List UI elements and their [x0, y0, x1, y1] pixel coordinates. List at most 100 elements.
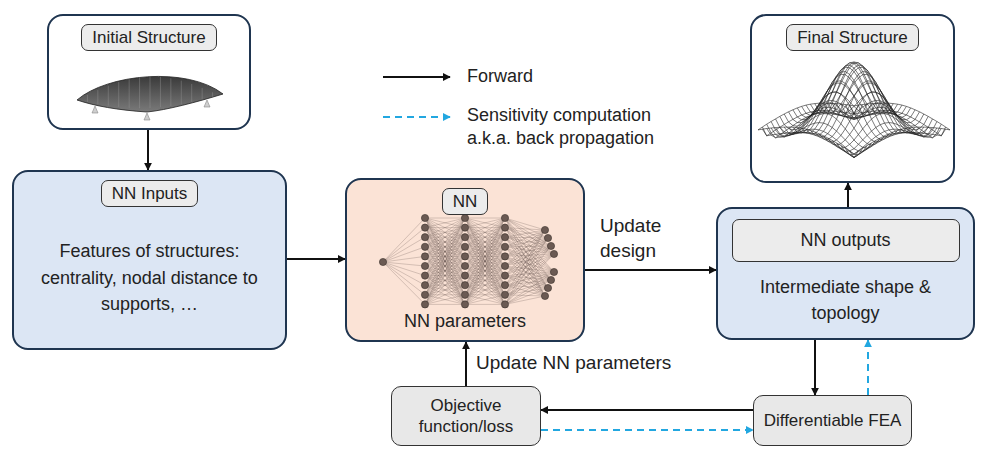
shell-grid-line	[97, 90, 98, 104]
neuron	[550, 268, 557, 275]
network-connection	[505, 246, 551, 285]
network-connection	[425, 218, 465, 276]
neuron	[461, 253, 468, 260]
mesh-line	[793, 81, 889, 140]
network-connection	[425, 218, 465, 276]
network-connection	[425, 285, 465, 304]
network-connection	[425, 266, 465, 304]
support-symbol	[204, 100, 210, 107]
network-connection	[465, 304, 505, 305]
network-connection	[425, 218, 465, 304]
network-connection	[465, 218, 505, 228]
network-connection	[465, 276, 505, 305]
network-connection	[465, 237, 505, 304]
network-connection	[465, 218, 505, 304]
neuron	[544, 284, 551, 291]
neuron	[501, 234, 508, 241]
network-connection	[465, 218, 505, 295]
network-connection	[505, 254, 554, 276]
network-connection	[465, 218, 505, 285]
network-connection	[505, 238, 548, 285]
network-connection	[425, 218, 465, 237]
neuron	[544, 234, 551, 241]
network-connection	[465, 218, 505, 256]
network-connection	[425, 247, 465, 305]
mesh-line	[802, 65, 898, 135]
network-connection	[425, 276, 465, 305]
network-connection	[505, 218, 551, 246]
network-connection	[425, 285, 465, 304]
network-connection	[505, 230, 545, 237]
forward-arrow	[287, 258, 345, 260]
network-connection	[425, 218, 465, 266]
mesh-line	[789, 92, 885, 142]
edge-label: Update NN parameters	[476, 351, 671, 376]
network-connection	[425, 218, 465, 295]
network-connection	[465, 218, 505, 266]
shell-surface	[77, 76, 223, 112]
network-connection	[505, 246, 551, 295]
mesh-line	[815, 67, 911, 133]
mesh-line	[828, 103, 924, 145]
network-connection	[505, 230, 545, 276]
neuron	[421, 282, 428, 289]
heading-label: Final Structure	[786, 24, 919, 51]
network-connection	[465, 256, 505, 304]
network-connection	[465, 218, 505, 285]
network-connection	[465, 247, 505, 305]
network-connection	[383, 228, 425, 262]
network-connection	[505, 266, 551, 280]
neuron	[547, 276, 554, 283]
shell-grid-line	[150, 77, 151, 109]
mesh-line	[758, 127, 854, 154]
mesh-line	[797, 72, 893, 138]
network-connection	[425, 247, 465, 305]
network-connection	[383, 237, 425, 262]
body-text: NN parameters	[404, 310, 526, 333]
network-connection	[505, 238, 548, 276]
shell-grid-line	[87, 95, 88, 102]
network-connection	[425, 276, 465, 305]
neuron	[550, 250, 557, 257]
network-connection	[505, 288, 548, 304]
neuron	[461, 214, 468, 221]
neuron	[421, 253, 428, 260]
neuron	[461, 291, 468, 298]
neuron	[421, 214, 428, 221]
neuron	[421, 272, 428, 279]
network-connection	[465, 266, 505, 304]
network-connection	[425, 218, 465, 237]
network-connection	[465, 218, 505, 295]
network-connection	[465, 218, 505, 247]
sensitivity-arrow	[867, 340, 869, 395]
network-connection	[383, 262, 425, 285]
edge-label: Update design	[600, 214, 686, 263]
heading-label: NN outputs	[732, 219, 960, 262]
heading-label: Initial Structure	[81, 24, 216, 51]
neuron	[541, 226, 548, 233]
network-connection	[505, 246, 551, 304]
network-connection	[465, 247, 505, 305]
neuron	[461, 272, 468, 279]
neuron	[501, 262, 508, 269]
neuron	[421, 224, 428, 231]
shell-grid-line	[118, 82, 119, 107]
network-connection	[505, 230, 545, 295]
network-connection	[505, 238, 548, 256]
network-connection	[425, 295, 465, 305]
network-connection	[505, 230, 545, 304]
network-connection	[425, 295, 465, 305]
network-connection	[425, 218, 465, 228]
network-connection	[505, 288, 548, 295]
network-connection	[465, 218, 505, 266]
shell-grid-line	[170, 78, 171, 106]
network-connection	[425, 218, 465, 304]
network-connection	[505, 228, 551, 280]
network-connection	[465, 285, 505, 304]
network-connection	[425, 218, 465, 285]
neuron	[461, 234, 468, 241]
input-box: NN InputsFeatures of structures: central…	[12, 170, 287, 350]
neuron	[501, 272, 508, 279]
neuron	[421, 291, 428, 298]
mesh-line	[854, 127, 950, 154]
